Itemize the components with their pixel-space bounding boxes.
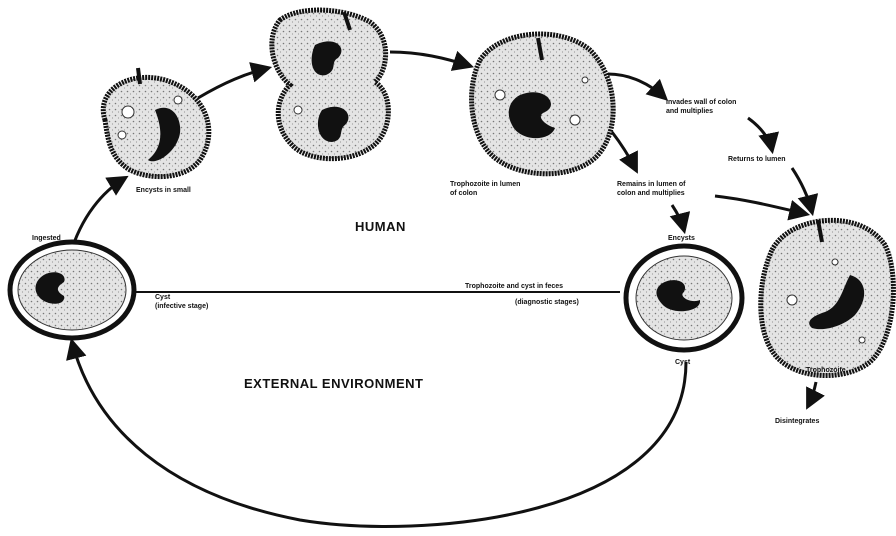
encysting-small-cell [103,68,209,177]
trophozoite-lumen-cell [472,34,614,174]
label-trophozoite-lumen-2: of colon [450,190,477,197]
label-encysts: Encysts [668,235,695,242]
label-cyst: Cyst [675,359,691,366]
label-disintegrates: Disintegrates [775,418,819,425]
arrow-dividing-to-lumen [390,52,470,66]
arrow-returns-to-troph [792,168,812,212]
cyst-infective-cell [10,242,134,338]
label-cyst-infective-2: (infective stage) [155,303,208,310]
arrow-lumen-to-remains [612,132,636,170]
region-external-label: EXTERNAL ENVIRONMENT [244,376,424,391]
label-invades-1: Invades wall of colon [666,99,736,106]
label-cyst-infective-1: Cyst [155,294,171,301]
label-remains-2: colon and multiplies [617,190,685,197]
label-faeces-1: Trophozoite and cyst in feces [465,283,563,290]
label-trophozoite: Trophozoite [806,367,846,374]
label-faeces-2: (diagnostic stages) [515,299,579,306]
label-trophozoite-lumen-1: Trophozoite in lumen [450,181,520,188]
arrow-troph-to-disintegrates [808,382,816,406]
arrow-lumen-to-invades [608,74,665,98]
label-returns: Returns to lumen [728,156,786,163]
label-remains-1: Remains in lumen of [617,181,686,188]
arrow-small-to-dividing [198,68,268,98]
label-encyst-small: Encysts in small [136,187,191,194]
arrow-invades-to-returns [748,118,772,150]
label-ingested: Ingested [32,235,61,242]
arrow-remains-to-encysts [672,205,684,230]
trophozoite-cell [761,220,894,376]
region-human-label: HUMAN [355,219,406,234]
label-invades-2: and multiplies [666,108,713,115]
arrow-environment-loop [72,342,686,526]
arrow-remains-to-troph [715,196,806,214]
cyst-faeces-cell [626,246,742,350]
dividing-cell [272,10,389,159]
